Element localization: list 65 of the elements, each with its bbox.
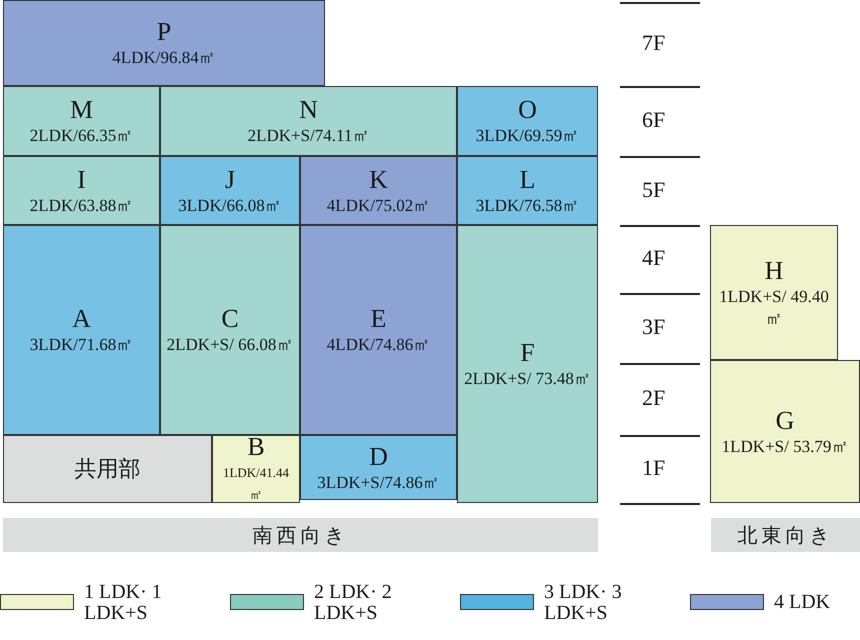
unit-type-area: 4LDK/74.86㎡ (322, 334, 434, 356)
floor-label: 5F (642, 176, 666, 202)
unit-cell (457, 225, 598, 503)
unit-type-area: 2LDK+S/74.11㎡ (244, 125, 374, 147)
unit-type-area: 2LDK/66.35㎡ (26, 125, 138, 147)
unit-letter: F (520, 338, 535, 368)
unit-cell (160, 86, 457, 156)
unit-type-area: 3LDK/69.59㎡ (472, 125, 584, 147)
unit-type-area: 4LDK/75.02㎡ (322, 194, 434, 216)
unit-cell (3, 0, 325, 86)
unit-type-area: 4LDK/96.84㎡ (108, 47, 220, 69)
legend-label: 3 LDK· 3 LDK+S (544, 582, 623, 624)
unit-type-area: 2LDK+S/ 66.08㎡ (162, 334, 298, 356)
floor-label: 2F (642, 385, 666, 411)
floor-label: 6F (642, 107, 666, 133)
unit-type-area: 3LDK/71.68㎡ (26, 334, 138, 356)
unit-cell (160, 156, 300, 225)
orientation-band (711, 518, 860, 552)
unit-type-area: 1LDK+S/ 49.40㎡ (711, 286, 837, 330)
unit-type-area: 2LDK+S/ 73.48㎡ (460, 368, 595, 390)
unit-letter: E (370, 304, 386, 334)
unit-type-area: 3LDK/76.58㎡ (472, 194, 584, 216)
unit-type-area: 3LDK+S/74.86㎡ (313, 472, 444, 494)
unit-cell (212, 435, 300, 503)
unit-letter: B (247, 432, 265, 462)
unit-letter: K (369, 164, 388, 194)
legend-label: 4 LDK (774, 592, 832, 613)
unit-cell (300, 225, 457, 435)
unit-cell (160, 225, 300, 435)
unit-type-area: 1LDK/41.44㎡ (213, 462, 299, 506)
unit-cell (457, 156, 598, 225)
legend-label: 2 LDK· 2 LDK+S (314, 582, 393, 624)
area-label: 共用部 (74, 455, 140, 483)
unit-letter: O (518, 95, 537, 125)
common-area-cell (3, 435, 212, 503)
legend-label: 1 LDK· 1 LDK+S (84, 582, 163, 624)
unit-cell (3, 86, 160, 156)
floor-label: 3F (642, 314, 666, 340)
unit-cell (710, 225, 838, 360)
floor-label: 7F (642, 30, 666, 56)
unit-cell (300, 156, 457, 225)
unit-letter: H (764, 256, 784, 286)
orientation-label: 北東向き (738, 522, 834, 548)
unit-letter: G (776, 406, 794, 436)
unit-letter: J (224, 164, 236, 194)
unit-letter: I (77, 164, 86, 194)
unit-letter: A (72, 304, 91, 334)
unit-letter: M (70, 95, 94, 125)
unit-letter: D (369, 442, 388, 472)
unit-type-area: 3LDK/66.08㎡ (174, 194, 286, 216)
unit-cell (300, 435, 457, 500)
unit-letter: P (156, 17, 172, 47)
unit-type-area: 1LDK+S/ 53.79㎡ (718, 436, 852, 458)
unit-cell (3, 225, 160, 435)
unit-cell (457, 86, 598, 156)
unit-cell (3, 156, 160, 225)
unit-letter: L (520, 164, 536, 194)
floor-label: 1F (642, 455, 666, 481)
orientation-band (3, 518, 598, 552)
orientation-label: 南西向き (252, 522, 348, 548)
unit-letter: C (221, 304, 239, 334)
unit-cell (710, 360, 860, 503)
unit-letter: N (299, 95, 318, 125)
unit-type-area: 2LDK/63.88㎡ (26, 194, 138, 216)
floor-label: 4F (642, 245, 666, 271)
